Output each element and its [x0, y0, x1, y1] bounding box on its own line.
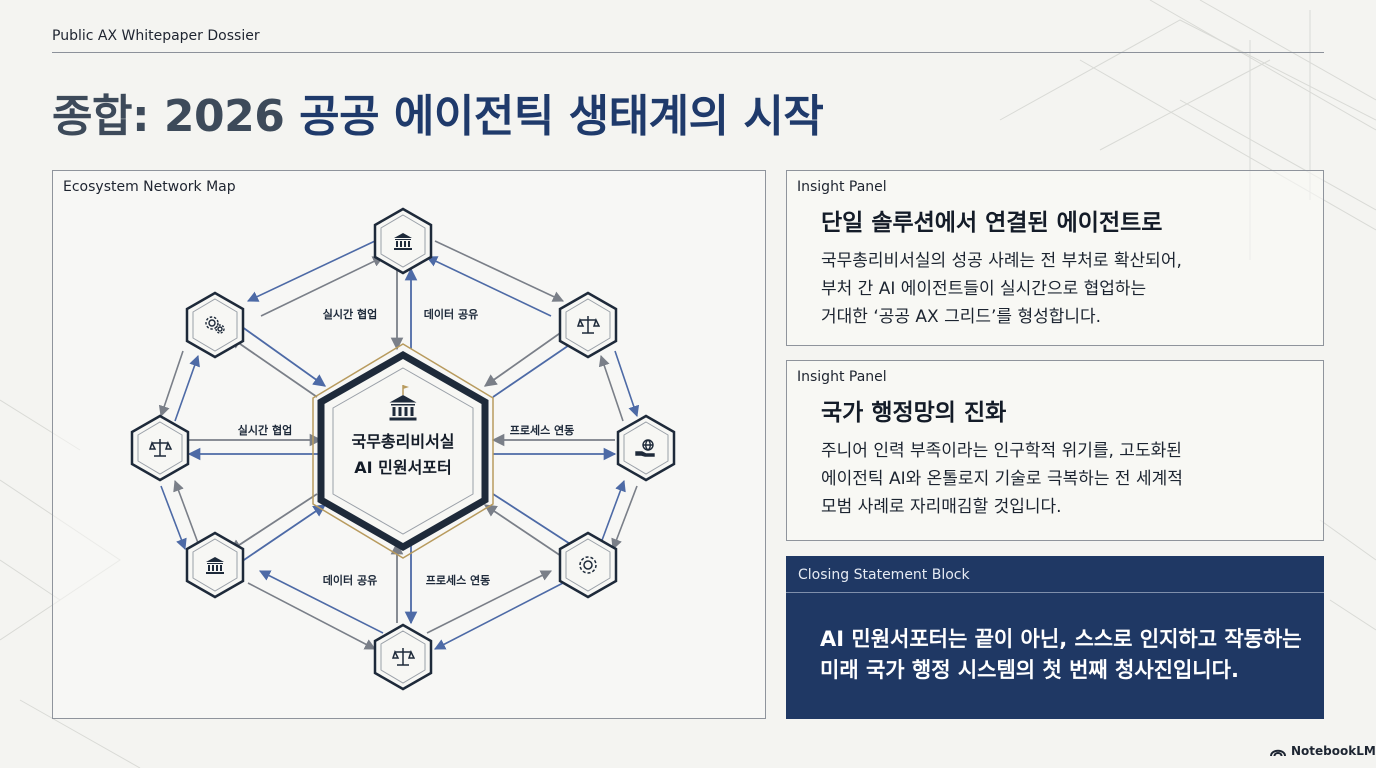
- link-label-bottom-left: 데이터 공유: [323, 573, 377, 587]
- arrow-lower-right-to-bottom: [434, 582, 564, 650]
- arrow-left-to-lower-left: [160, 485, 187, 551]
- insight-panel-1: Insight Panel 단일 솔루션에서 연결된 에이전트로 국무총리비서실…: [786, 170, 1324, 346]
- closing-statement-block: Closing Statement Block AI 민원서포터는 끝이 아닌,…: [786, 556, 1324, 719]
- insight-panel-label: Insight Panel: [797, 179, 887, 195]
- arrow-top-to-upper-left: [246, 240, 376, 302]
- page-title: 종합: 2026 공공 에이전틱 생태계의 시작: [52, 80, 824, 144]
- brand-watermark: NotebookLM: [1270, 744, 1376, 758]
- node-right: [616, 414, 676, 482]
- insight-panel-label: Insight Panel: [797, 369, 887, 385]
- network-diagram: 실시간 협업 데이터 공유 실시간 협업 프로세스 연동 데이터 공유 프로세스…: [130, 207, 676, 691]
- arrow-lower-right-to-center: [483, 504, 574, 565]
- arrow-lower-left-to-center: [237, 504, 327, 565]
- center-title-line1: 국무총리비서실: [351, 432, 454, 451]
- node-upper-left: [185, 291, 245, 359]
- header-divider: [52, 52, 1324, 53]
- closing-block-label: Closing Statement Block: [798, 567, 970, 583]
- page-title-prefix: 종합: 2026: [52, 91, 300, 142]
- link-label-top-right: 데이터 공유: [424, 307, 478, 321]
- document-series-label: Public AX Whitepaper Dossier: [52, 28, 260, 44]
- insight-body-line: 부처 간 AI 에이전트들이 실시간으로 협업하는: [821, 279, 1147, 299]
- notebooklm-logo-icon: [1270, 749, 1286, 757]
- insight-body: 국무총리비서실의 성공 사례는 전 부처로 확산되어, 부처 간 AI 에이전트…: [821, 247, 1311, 331]
- arrow-upper-right-to-right: [614, 350, 640, 418]
- link-label-left: 실시간 협업: [238, 423, 292, 437]
- arrow-upper-left-to-center: [237, 323, 327, 387]
- insight-body-line: 국무총리비서실의 성공 사례는 전 부처로 확산되어,: [821, 251, 1182, 271]
- insight-panel-2: Insight Panel 국가 행정망의 진화 주니어 인력 부족이라는 인구…: [786, 360, 1324, 541]
- arrow-upper-right-to-top: [425, 256, 552, 317]
- arrow-center-to-lower-right: [492, 493, 583, 552]
- arrow-lower-right-to-right: [600, 479, 626, 544]
- arrow-center-to-upper-right: [492, 336, 583, 398]
- arrow-bottom-to-lower-left: [258, 570, 384, 634]
- link-label-right: 프로세스 연동: [510, 423, 575, 437]
- map-panel-label: Ecosystem Network Map: [63, 179, 236, 195]
- insight-body-line: 에이전틱 AI와 온톨로지 기술로 극복하는 전 세계적: [821, 469, 1183, 489]
- brand-name: NotebookLM: [1291, 744, 1376, 758]
- node-lower-right: [558, 531, 618, 599]
- arrow-top-to-upper-right: [434, 240, 565, 302]
- insight-body-line: 모범 사례로 자리매김할 것입니다.: [821, 497, 1062, 517]
- page-title-main: 공공 에이전틱 생태계의 시작: [299, 91, 824, 142]
- arrow-left-to-upper-left: [174, 354, 200, 422]
- closing-divider: [786, 592, 1324, 593]
- arrow-center-to-upper-left: [228, 336, 318, 398]
- insight-title: 국가 행정망의 진화: [821, 400, 1007, 426]
- arrow-right-to-lower-right: [611, 485, 638, 551]
- insight-body-line: 거대한 ‘공공 AX 그리드’를 형성합니다.: [821, 307, 1102, 327]
- arrow-center-to-lower-left: [228, 493, 318, 552]
- closing-statement-line: 미래 국가 행정 시스템의 첫 번째 청사진입니다.: [820, 658, 1239, 682]
- node-top: [373, 207, 433, 275]
- insight-body: 주니어 인력 부족이라는 인구학적 위기를, 고도화된 에이전틱 AI와 온톨로…: [821, 437, 1311, 521]
- arrow-upper-right-to-center: [483, 323, 574, 387]
- closing-statement: AI 민원서포터는 끝이 아닌, 스스로 인지하고 작동하는 미래 국가 행정 …: [820, 624, 1310, 686]
- node-lower-left: [185, 531, 245, 599]
- arrow-upper-left-to-left: [158, 350, 184, 418]
- node-left: [130, 414, 190, 482]
- link-label-bottom-right: 프로세스 연동: [426, 573, 491, 587]
- arrow-right-to-upper-right: [598, 354, 624, 422]
- arrow-lower-left-to-left: [173, 479, 199, 544]
- insight-body-line: 주니어 인력 부족이라는 인구학적 위기를, 고도화된: [821, 441, 1182, 461]
- node-upper-right: [558, 291, 618, 359]
- arrow-lower-left-to-bottom: [247, 582, 376, 650]
- center-title-line2: AI 민원서포터: [354, 458, 452, 477]
- link-label-top-left: 실시간 협업: [323, 307, 377, 321]
- arrow-bottom-to-lower-right: [426, 570, 553, 634]
- ecosystem-network-map: Ecosystem Network Map: [52, 170, 766, 719]
- node-bottom: [373, 623, 433, 691]
- center-node: 국무총리비서실 AI 민원서포터: [312, 343, 494, 559]
- closing-statement-line: AI 민원서포터는 끝이 아닌, 스스로 인지하고 작동하는: [820, 627, 1302, 651]
- insight-title: 단일 솔루션에서 연결된 에이전트로: [821, 210, 1163, 236]
- arrow-upper-left-to-top: [260, 256, 385, 317]
